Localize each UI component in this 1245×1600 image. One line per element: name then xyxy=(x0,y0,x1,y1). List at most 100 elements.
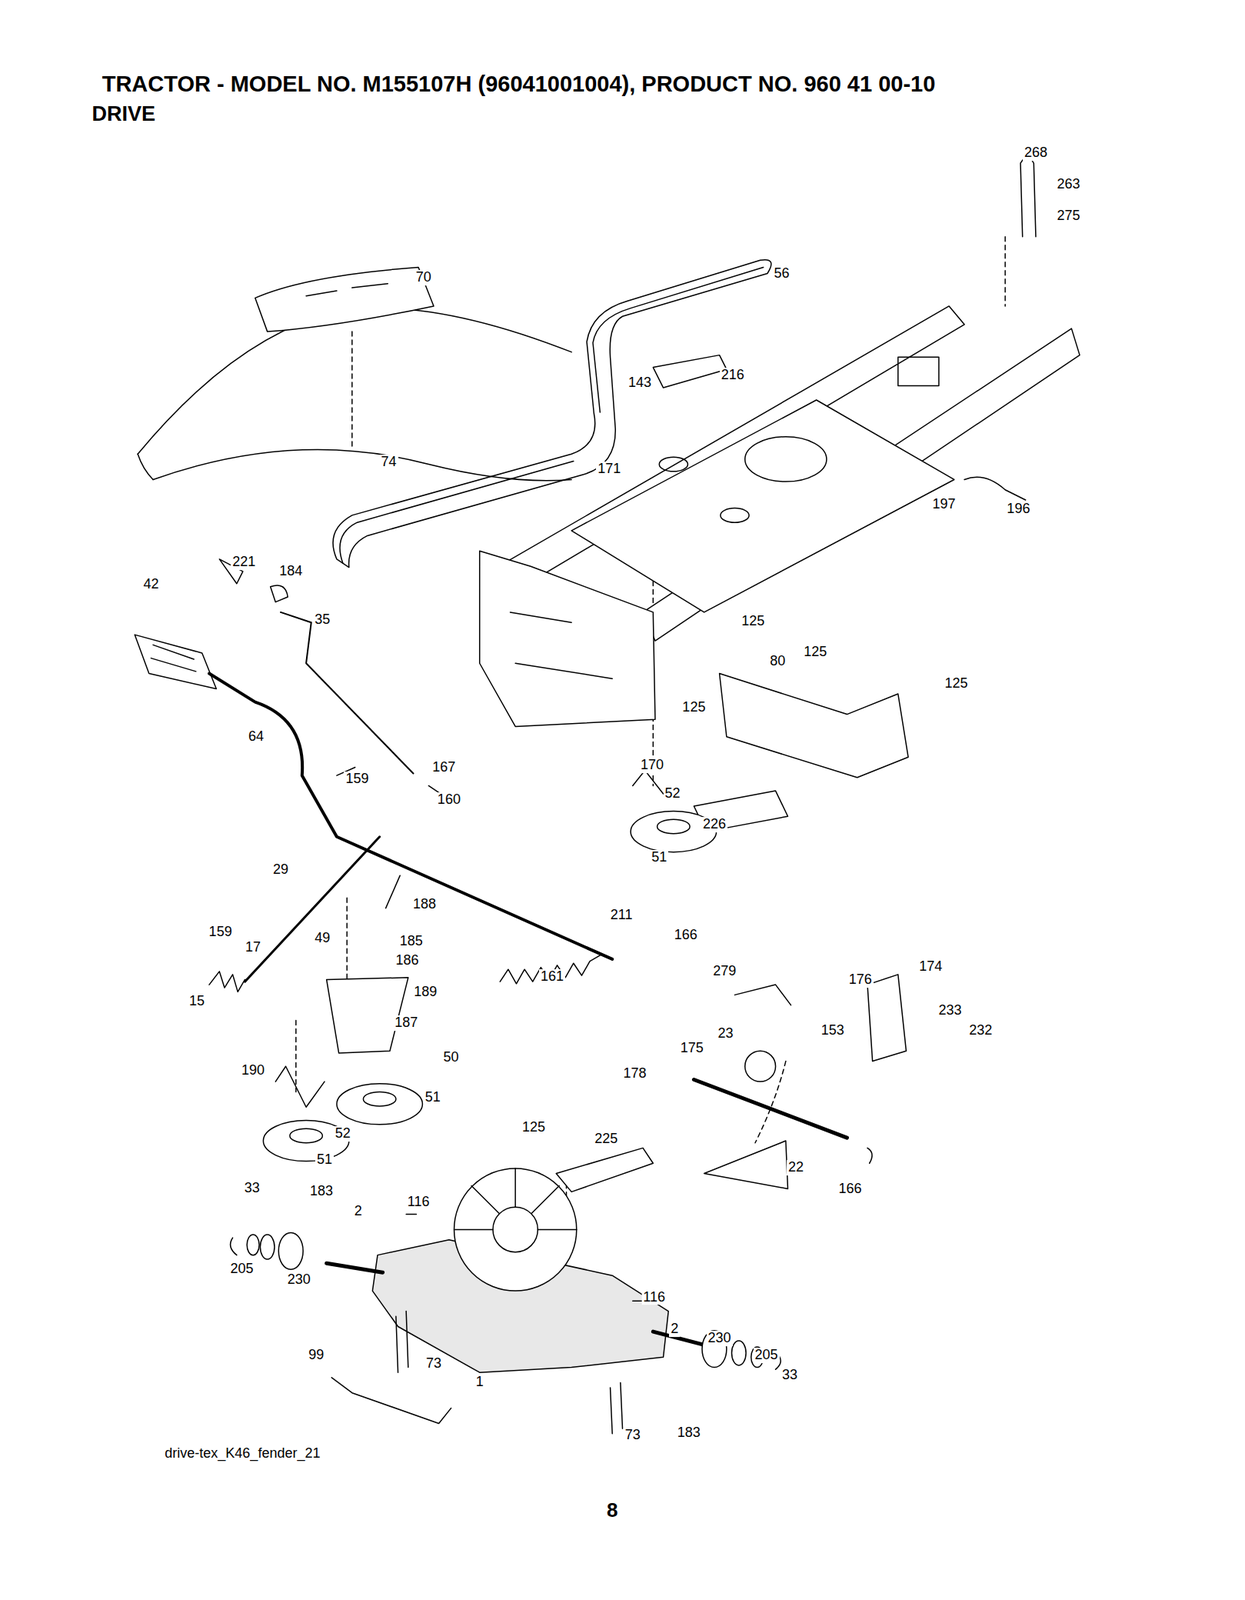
callout-number: 167 xyxy=(430,759,457,776)
callout-number: 73 xyxy=(623,1427,643,1443)
callout-number: 52 xyxy=(333,1125,353,1142)
callout-number: 230 xyxy=(706,1330,733,1346)
brake-shaft xyxy=(734,984,791,1006)
callout-number: 205 xyxy=(228,1261,255,1277)
callout-number: 232 xyxy=(967,1022,994,1039)
callout-number: 99 xyxy=(306,1347,326,1363)
transaxle xyxy=(230,1168,782,1372)
callout-number: 51 xyxy=(649,849,669,866)
frame xyxy=(659,456,688,472)
callout-number: 233 xyxy=(936,1002,963,1019)
callout-number: 190 xyxy=(239,1062,267,1079)
pulley xyxy=(262,770,716,1162)
drawing-code: drive-tex_K46_fender_21 xyxy=(163,1445,322,1462)
callout-number: 230 xyxy=(286,1271,313,1288)
callout-number: 225 xyxy=(592,1131,620,1147)
pulley xyxy=(657,818,690,834)
callout-number: 166 xyxy=(836,1181,863,1197)
brake-shaft xyxy=(704,1140,789,1189)
callout-number: 1 xyxy=(474,1374,486,1390)
callout-number: 73 xyxy=(424,1355,443,1372)
illustration-group xyxy=(134,156,1080,1433)
callout-number: 176 xyxy=(847,972,874,988)
callout-number: 51 xyxy=(315,1151,334,1168)
callout-number: 268 xyxy=(1022,145,1049,161)
callout-number: 161 xyxy=(539,968,566,985)
transaxle xyxy=(246,1234,260,1255)
pedal-and-rods xyxy=(386,875,401,908)
callout-number: 221 xyxy=(230,554,257,570)
pedal-and-rods xyxy=(209,673,613,959)
callout-number: 116 xyxy=(641,1289,667,1305)
callout-number: 17 xyxy=(243,939,263,956)
pulley xyxy=(275,1065,325,1107)
callout-number: 226 xyxy=(701,816,728,833)
callout-number: 189 xyxy=(412,984,439,1000)
hitch-pin xyxy=(964,476,1026,500)
callout-number: 275 xyxy=(1055,208,1082,224)
callout-number: 35 xyxy=(312,612,332,628)
callout-number: 49 xyxy=(312,930,332,946)
seat-pan xyxy=(306,283,388,297)
brake-shaft xyxy=(867,1147,873,1163)
callout-number: 52 xyxy=(663,786,683,803)
callout-number: 166 xyxy=(672,927,700,943)
callout-number: 80 xyxy=(768,653,787,670)
brake-shaft xyxy=(745,1050,776,1082)
callout-number: 197 xyxy=(930,496,957,513)
callout-number: 15 xyxy=(187,993,207,1009)
callout-number: 125 xyxy=(680,699,707,716)
bolt xyxy=(396,1311,409,1373)
frame xyxy=(479,550,656,726)
pedal-and-rods xyxy=(134,634,217,689)
callout-number: 188 xyxy=(411,896,438,913)
callout-number: 183 xyxy=(308,1183,335,1199)
transaxle xyxy=(454,1168,577,1291)
callout-number: 33 xyxy=(780,1367,799,1383)
fender xyxy=(137,453,154,480)
callout-number: 70 xyxy=(414,269,433,286)
transaxle xyxy=(492,1206,538,1252)
callout-number: 160 xyxy=(436,792,463,809)
frame xyxy=(745,436,827,482)
callout-number: 2 xyxy=(669,1321,680,1337)
transaxle xyxy=(278,1231,303,1269)
callout-number: 205 xyxy=(753,1347,780,1363)
bolt xyxy=(396,1214,643,1434)
spring xyxy=(209,971,245,993)
callout-number: 125 xyxy=(942,675,969,692)
pulley xyxy=(289,1128,323,1143)
pedal-and-rods xyxy=(280,612,414,774)
callout-number: 125 xyxy=(739,613,766,630)
callout-number: 56 xyxy=(772,266,792,282)
callout-number: 184 xyxy=(277,563,304,580)
callout-number: 42 xyxy=(141,576,160,593)
hitch-pin xyxy=(964,156,1036,500)
bolt xyxy=(406,1214,643,1302)
callout-number: 143 xyxy=(626,375,653,391)
bolt xyxy=(610,1381,623,1433)
callout-number: 279 xyxy=(711,963,738,979)
callout-number: 22 xyxy=(786,1159,806,1176)
callout-number: 51 xyxy=(423,1089,443,1106)
frame xyxy=(571,399,955,613)
callout-number: 64 xyxy=(246,729,266,745)
pedal-and-rods xyxy=(150,644,196,671)
page-number: 8 xyxy=(605,1497,620,1521)
callout-number: 216 xyxy=(719,367,746,383)
callout-number: 187 xyxy=(392,1015,420,1031)
callout-number: 74 xyxy=(379,454,399,470)
rod xyxy=(331,1377,451,1424)
leader-dash xyxy=(295,1020,297,1092)
callout-number: 23 xyxy=(716,1025,736,1042)
pedal-and-rods xyxy=(134,559,613,982)
callout-number: 153 xyxy=(819,1022,846,1039)
frame xyxy=(510,612,613,679)
callout-number: 196 xyxy=(1005,501,1032,517)
bracket xyxy=(719,673,909,778)
leader-dash xyxy=(296,236,1006,1235)
bracket xyxy=(555,1147,653,1192)
section-heading: DRIVE xyxy=(91,103,156,127)
callout-number: 170 xyxy=(639,757,666,773)
